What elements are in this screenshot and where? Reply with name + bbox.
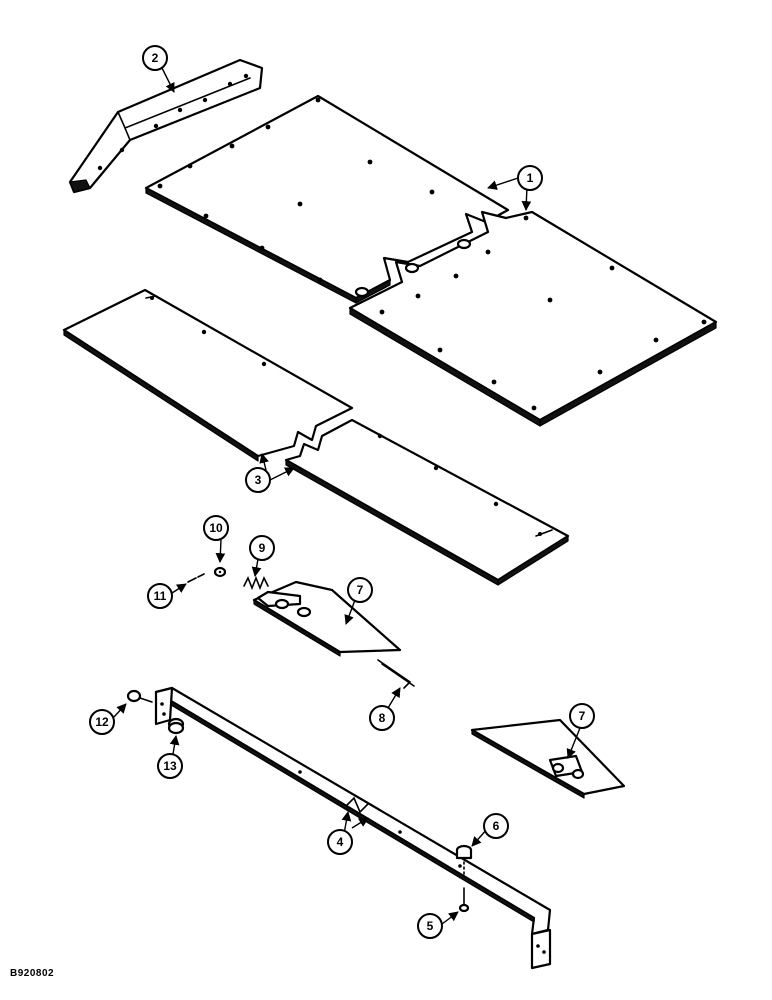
svg-text:5: 5 <box>427 919 434 933</box>
callout-1: 1 <box>517 165 543 191</box>
mount-bracket-part-7-upper <box>252 580 402 657</box>
rail-bolt-holes <box>97 73 249 171</box>
callout-11: 11 <box>147 583 173 609</box>
leader-lines <box>112 65 581 925</box>
mount-bracket-part-7-lower <box>470 718 626 799</box>
svg-text:8: 8 <box>379 711 386 725</box>
spring-part-9 <box>243 575 269 591</box>
callout-3: 3 <box>245 467 271 493</box>
callout-4: 4 <box>327 829 353 855</box>
callout-7-lower: 7 <box>569 703 595 729</box>
svg-text:7: 7 <box>357 583 364 597</box>
rod-part-8 <box>377 659 415 689</box>
callout-7-upper: 7 <box>347 577 373 603</box>
floor-plate-part-1-left <box>144 94 510 304</box>
washer-part-10 <box>213 566 227 578</box>
svg-text:4: 4 <box>337 835 344 849</box>
pin-part-11 <box>187 573 205 583</box>
callout-9: 9 <box>249 535 275 561</box>
svg-text:2: 2 <box>152 51 159 65</box>
drawing-number: B920802 <box>10 968 55 979</box>
cover-strip-part-3-right <box>284 418 570 586</box>
bolt-part-5 <box>458 887 470 913</box>
bracket-rail-part-2 <box>68 58 264 194</box>
callout-2: 2 <box>142 45 168 71</box>
svg-text:13: 13 <box>163 759 177 773</box>
svg-text:9: 9 <box>259 541 266 555</box>
svg-text:7: 7 <box>579 709 586 723</box>
svg-text:10: 10 <box>209 521 223 535</box>
nut-part-6 <box>455 844 473 877</box>
callout-12: 12 <box>89 709 115 735</box>
svg-text:6: 6 <box>493 819 500 833</box>
callout-10: 10 <box>203 515 229 541</box>
callout-8: 8 <box>369 705 395 731</box>
cover-strip-part-3-left <box>62 288 354 462</box>
svg-text:3: 3 <box>255 473 262 487</box>
bolt-part-12 <box>126 689 153 703</box>
floor-plate-part-1-right <box>348 210 718 427</box>
callout-6: 6 <box>483 813 509 839</box>
svg-text:11: 11 <box>154 589 167 603</box>
plate-fastener <box>354 238 472 298</box>
svg-text:1: 1 <box>527 171 534 185</box>
callout-13: 13 <box>157 753 183 779</box>
nut-part-13 <box>167 717 185 735</box>
svg-text:12: 12 <box>95 715 109 729</box>
callout-5: 5 <box>417 913 443 939</box>
support-beam-part-4 <box>154 686 552 970</box>
